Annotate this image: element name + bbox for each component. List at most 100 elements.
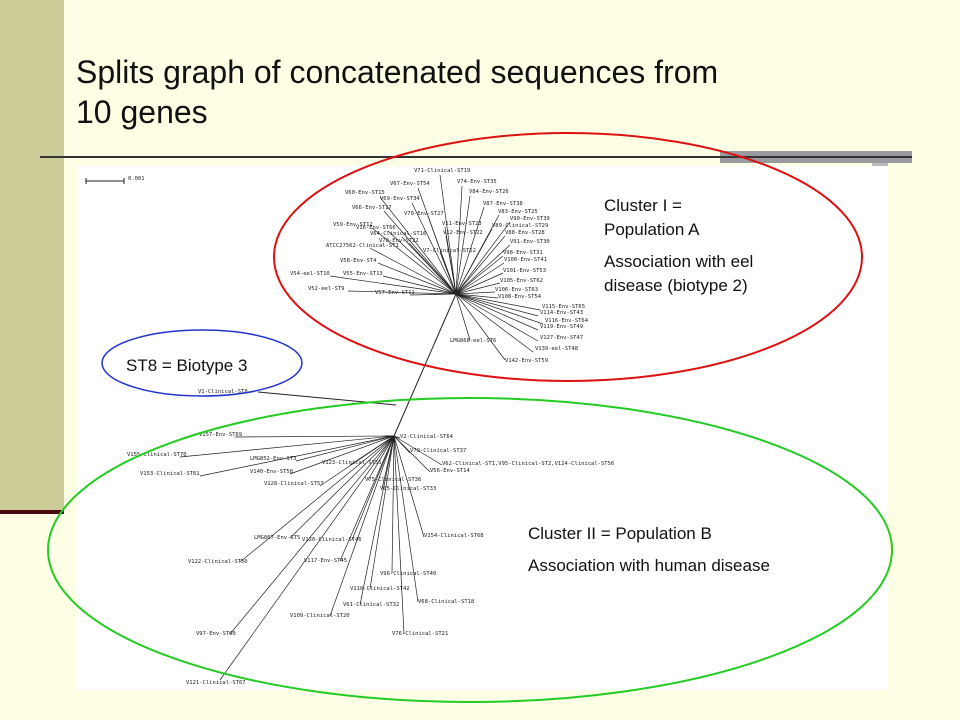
cluster-a-leaf-label: V70-Env-ST27 (404, 211, 444, 217)
cluster-a-leaf-label: V87-Env-ST38 (483, 201, 523, 207)
cluster-a-leaf-label: V54-eel-ST10 (290, 271, 330, 277)
cluster-a-branch (445, 235, 457, 295)
cluster-a-branch (382, 275, 457, 295)
cluster-a-branch (455, 293, 539, 342)
cluster-b-branch (393, 435, 419, 603)
cluster-a-branch (387, 230, 457, 295)
cluster-b-leaf-label: V79-Clinical-ST37 (410, 448, 466, 454)
cluster-b-branch (289, 435, 395, 475)
cluster-a-branch (455, 293, 539, 331)
cluster-b-leaf-label: V117-Env-ST45 (304, 558, 347, 564)
cluster-a-branch (377, 262, 457, 295)
cluster-b-branch (393, 435, 405, 635)
cluster-a-leaf-label: V60-Env-ST15 (345, 190, 385, 196)
cluster-a-branch (408, 242, 457, 295)
cluster-a-branch (455, 282, 501, 295)
cluster-b-branch (229, 435, 395, 635)
splits-graph-figure (78, 166, 888, 690)
cluster-a-branch (455, 244, 511, 295)
cluster-1-ellipse (273, 132, 863, 382)
cluster-b-leaf-label: V122-Clinical-ST50 (188, 559, 248, 565)
cluster-a-branch (455, 293, 471, 341)
cluster-a-leaf-label: V64-Clinical-ST16 (370, 231, 426, 237)
slide-title: Splits graph of concatenated sequences f… (76, 52, 876, 132)
cluster-a-branch (455, 293, 544, 325)
cluster-b-leaf-label: V62-Clinical-ST1,V95-Clinical-ST2,V124-C… (442, 461, 614, 467)
scale-bar-label: 0.001 (128, 176, 145, 182)
cluster-a-leaf-label: V105-Env-ST62 (500, 278, 543, 284)
cluster-a-branch (455, 228, 493, 295)
cluster-2-title: Cluster II = Population B (528, 524, 712, 543)
st8-ellipse (101, 329, 303, 397)
cluster-b-branch (199, 435, 395, 477)
cluster-a-leaf-label: V78-Env-ST22 (379, 238, 419, 244)
cluster-a-branch (371, 227, 457, 295)
cluster-a-leaf-label: V66-Env-ST17 (352, 205, 392, 211)
cluster-b-branch (179, 435, 395, 458)
cluster-a-leaf-label: V91-Env-ST30 (510, 239, 550, 245)
title-rule (40, 156, 912, 158)
cluster-a-leaf-label: V88-Env-ST28 (505, 230, 545, 236)
cluster-a-leaf-label: V58-Env-ST4 (340, 258, 377, 264)
cluster-a-leaf-label: V119-Env-ST49 (540, 324, 583, 330)
title-line-1: Splits graph of concatenated sequences f… (76, 54, 719, 90)
cluster-a-leaf-label: V52-eel-ST9 (308, 286, 344, 292)
cluster-a-leaf-label: V142-Env-ST59 (505, 358, 548, 364)
cluster-a-leaf-label: V67-Env-ST54 (390, 181, 430, 187)
cluster-a-branch (455, 206, 485, 295)
cluster-b-branch (351, 435, 395, 541)
cluster-b-branch (295, 435, 395, 462)
cluster-a-leaf-label: V90-Env-ST39 (510, 216, 550, 222)
cluster-b-branch (367, 435, 395, 481)
st8-label: ST8 = Biotype 3 (126, 356, 248, 375)
cluster-a-leaf-label: V114-Env-ST43 (540, 310, 583, 316)
cluster-a-branch (455, 291, 496, 295)
cluster-a-leaf-label: V11-Env-ST23 (442, 221, 482, 227)
cluster-b-branch (391, 435, 395, 574)
cluster-1-desc-line-1: Association with eel (604, 252, 754, 271)
cluster-a-leaf-label: V116-Env-ST64 (545, 318, 589, 324)
cluster-a-leaf-label: V101-Env-ST53 (503, 268, 546, 274)
cluster-a-leaf-label: V100-Env-ST41 (504, 257, 547, 263)
cluster-b-leaf-label: V96-Clinical-ST40 (380, 571, 436, 577)
cluster-1-title-line-1: Cluster I = (604, 196, 682, 215)
cluster-b-leaf-label: V110-Clinical-ST42 (350, 586, 410, 592)
cluster-b-branch (393, 435, 431, 473)
cluster-a-branch (455, 272, 504, 295)
cluster-a-leaf-label: V71-Clinical-ST19 (414, 168, 470, 174)
cluster-a-branch (347, 290, 457, 295)
cluster-b-leaf-label: V75-Clinical-ST36 (365, 477, 421, 483)
cluster-a-leaf-label: V74-Env-ST35 (457, 179, 497, 185)
cluster-b-leaf-label: V120-Clinical-ST46 (302, 537, 362, 543)
cluster-b-leaf-label: V155-Clinical-ST70 (127, 452, 187, 458)
cluster-a-leaf-label: V16-Env-ST66 (356, 225, 396, 231)
cluster-a-leaf-label: V115-Env-ST65 (542, 304, 585, 310)
cluster-a-leaf-label: V84-Env-ST26 (469, 189, 509, 195)
cluster-b-leaf-label: V61-Clinical-ST32 (343, 602, 399, 608)
cluster-a-branch (411, 202, 457, 295)
decorative-left-bar-edge (0, 510, 64, 514)
cluster-a-leaf-label: V83-Env-ST25 (498, 209, 538, 215)
cluster-b-branch (369, 435, 395, 590)
cluster-a-branch (455, 185, 463, 295)
cluster-a-branch (455, 293, 541, 311)
leaf-label-st8: V1-Clinical-ST8 (198, 389, 248, 395)
cluster-b-leaf-label: V68-Clinical-ST18 (418, 599, 474, 605)
cluster-a-leaf-label: V59-Env-ST12 (333, 222, 373, 228)
cluster-b-branch (339, 435, 395, 562)
cluster-b-leaf-label: V121-Clinical-ST67 (186, 680, 246, 686)
cluster-1-title-line-2: Population A (604, 220, 700, 239)
cluster-b-leaf-label: V154-Clinical-ST68 (424, 533, 484, 539)
cluster-a-branch (383, 210, 457, 295)
cluster-a-leaf-label: V69-Env-ST34 (380, 196, 420, 202)
cluster-b-leaf-label: LMG867-Env-ST5 (254, 535, 300, 541)
cluster-b-branch (359, 435, 395, 606)
cluster-a-leaf-label: V57-Env-ST11 (375, 290, 415, 296)
cluster-b-leaf-label: V153-Clinical-ST61 (140, 471, 200, 477)
cluster-b-branches (179, 435, 443, 681)
cluster-a-branch (439, 251, 457, 295)
cluster-b-leaf-label: V128-Clinical-ST57 (264, 481, 324, 487)
cluster-a-branch (439, 174, 457, 295)
